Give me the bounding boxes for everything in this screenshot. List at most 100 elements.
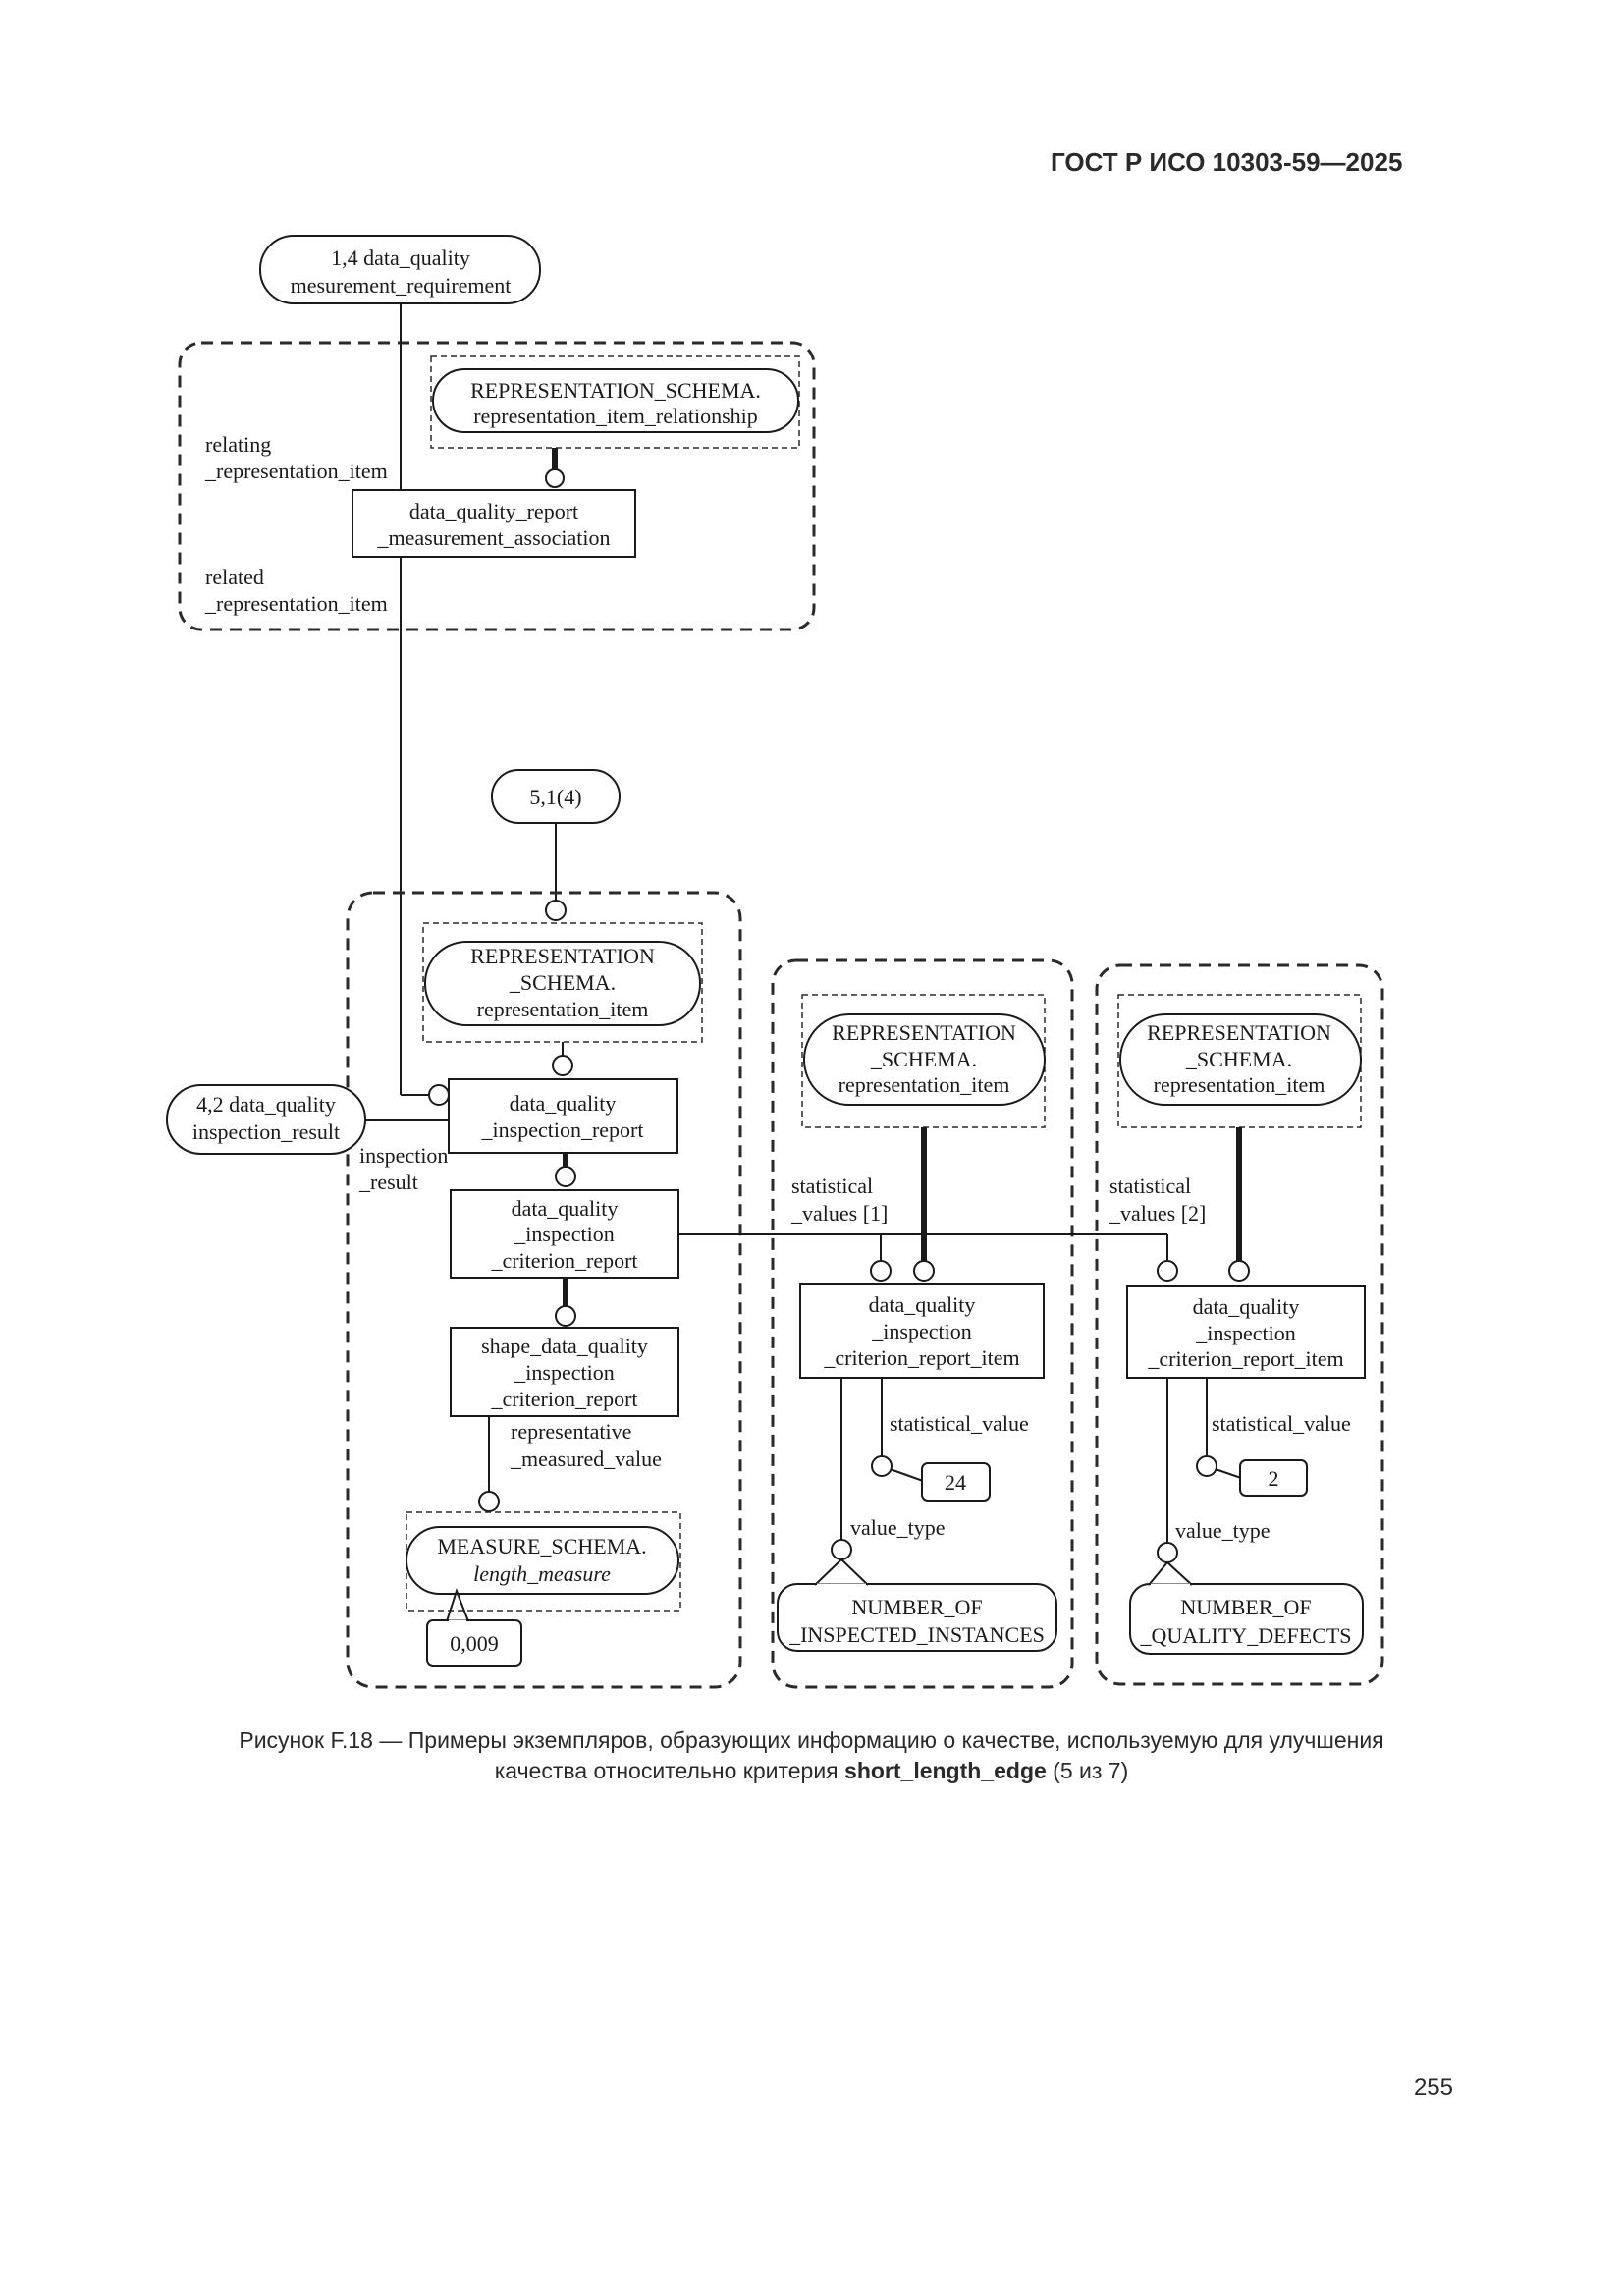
group-association-boundary bbox=[178, 341, 816, 631]
group2-boundary bbox=[1095, 963, 1384, 1686]
group2-rep-item-line1: REPRESENTATION bbox=[1147, 1020, 1331, 1045]
criterion-report-line1: data_quality bbox=[512, 1196, 619, 1221]
group1-stat-values-circle bbox=[870, 1260, 892, 1282]
representative-label-line2: _measured_value bbox=[510, 1447, 662, 1471]
assoc-line1: data_quality_report bbox=[409, 499, 578, 523]
relating-label-line1: relating bbox=[205, 432, 271, 457]
rep-item-relationship-boundary bbox=[430, 355, 800, 449]
group2-stat-value-text: 2 bbox=[1269, 1466, 1279, 1491]
group2-value-type-pill bbox=[1129, 1583, 1364, 1655]
group1-rep-item-pill bbox=[803, 1013, 1046, 1106]
measure-value-box bbox=[426, 1619, 522, 1667]
related-label-line2: _representation_item bbox=[204, 591, 388, 616]
shape-to-measure-circle bbox=[478, 1491, 500, 1512]
main-group-boundary bbox=[346, 891, 742, 1689]
group1-value-type-pill bbox=[777, 1583, 1057, 1652]
document-id: ГОСТ Р ИСО 10303-59—2025 bbox=[1051, 147, 1403, 177]
page-number: 255 bbox=[1413, 2074, 1453, 2101]
group2-item-line2: _inspection bbox=[1195, 1321, 1295, 1345]
shape-report-line2: _inspection bbox=[514, 1360, 614, 1385]
group1-item-entity bbox=[799, 1283, 1045, 1379]
ref-51-circle bbox=[545, 900, 567, 921]
rep-item-relationship-line2: representation_item_relationship bbox=[473, 404, 758, 428]
group2-rep-item-line3: representation_item bbox=[1154, 1072, 1325, 1097]
group1-value-type-pointer bbox=[814, 1558, 869, 1586]
group1-rep-to-item-circle bbox=[913, 1260, 935, 1282]
caption-criterion-name: short_length_edge bbox=[844, 1758, 1047, 1783]
related-label-line1: related bbox=[205, 565, 264, 589]
inspection-result-label-line1: inspection bbox=[359, 1143, 448, 1168]
group2-rep-to-item-circle bbox=[1228, 1260, 1250, 1282]
caption-line2-suffix: (5 из 7) bbox=[1046, 1758, 1129, 1783]
caption-line1: Рисунок F.18 — Примеры экземпляров, обра… bbox=[239, 1727, 1384, 1753]
rel-circle bbox=[545, 468, 565, 488]
group2-value-type-pointer bbox=[1148, 1560, 1193, 1586]
rep-to-report-circle bbox=[552, 1055, 573, 1076]
criterion-report-line3: _criterion_report bbox=[490, 1248, 637, 1273]
inspection-result-ref-line2: inspection_result bbox=[192, 1120, 340, 1144]
criterion-report-line2: _inspection bbox=[514, 1222, 614, 1246]
group2-value-type-line2: _QUALITY_DEFECTS bbox=[1139, 1623, 1351, 1648]
measure-value-pointer bbox=[446, 1588, 469, 1622]
group2-stat-values-line2: _values [2] bbox=[1109, 1201, 1206, 1226]
group2-rep-item-pill bbox=[1119, 1013, 1362, 1106]
group1-stat-values-line2: _values [1] bbox=[790, 1201, 888, 1226]
group1-stat-value-label: statistical_value bbox=[890, 1411, 1029, 1436]
group1-value-type-line1: NUMBER_OF bbox=[851, 1595, 982, 1619]
rep-item-relationship-pill bbox=[432, 368, 799, 433]
group1-stat-value-text: 24 bbox=[945, 1470, 966, 1495]
representative-label-line1: representative bbox=[511, 1419, 631, 1444]
group2-stat-value-label: statistical_value bbox=[1212, 1411, 1351, 1436]
inspection-result-ref-line1: 4,2 data_quality bbox=[196, 1092, 336, 1117]
assoc-line2: _measurement_association bbox=[376, 525, 610, 550]
relating-label-line2: _representation_item bbox=[204, 459, 388, 483]
group2-stat-value-circle bbox=[1196, 1455, 1217, 1477]
group2-value-type-line1: NUMBER_OF bbox=[1180, 1595, 1311, 1619]
group1-stat-value-circle bbox=[871, 1455, 893, 1477]
rep-item-main-line2: _SCHEMA. bbox=[509, 970, 616, 995]
top-ref-line2: mesurement_requirement bbox=[291, 273, 512, 298]
group2-rep-item-line2: _SCHEMA. bbox=[1185, 1047, 1292, 1071]
group1-boundary bbox=[771, 958, 1074, 1689]
measure-value-text: 0,009 bbox=[450, 1631, 499, 1656]
shape-report-line3: _criterion_report bbox=[490, 1387, 637, 1411]
group2-item-entity bbox=[1126, 1285, 1366, 1379]
group2-stat-values-circle bbox=[1157, 1260, 1178, 1282]
group2-value-type-circle bbox=[1157, 1542, 1178, 1563]
group1-value-type-circle bbox=[831, 1539, 852, 1560]
inspection-report-line2: _inspection_report bbox=[481, 1118, 644, 1142]
group1-rep-item-line2: _SCHEMA. bbox=[870, 1047, 977, 1071]
group1-stat-value-box bbox=[921, 1462, 991, 1502]
group2-item-line1: data_quality bbox=[1193, 1294, 1300, 1319]
ref-51-text: 5,1(4) bbox=[529, 785, 581, 809]
group2-value-type-label: value_type bbox=[1175, 1518, 1271, 1543]
rep-item-relationship-line1: REPRESENTATION_SCHEMA. bbox=[470, 378, 761, 403]
caption-line2: качества относительно критерия short_len… bbox=[88, 1756, 1535, 1786]
measure-pill bbox=[406, 1526, 679, 1595]
inspection-report-line1: data_quality bbox=[510, 1091, 617, 1116]
group1-item-line2: _inspection bbox=[871, 1319, 971, 1343]
top-ref-pill bbox=[259, 235, 541, 304]
group1-rep-item-line1: REPRESENTATION bbox=[832, 1020, 1016, 1045]
report-to-criterion-circle bbox=[555, 1166, 576, 1187]
figure-caption: Рисунок F.18 — Примеры экземпляров, обра… bbox=[88, 1725, 1535, 1786]
inspection-report-circle bbox=[428, 1084, 450, 1106]
criterion-to-shape-circle bbox=[555, 1305, 576, 1327]
group2-stat-values-line1: statistical bbox=[1109, 1174, 1191, 1198]
inspection-result-label-line2: _result bbox=[358, 1170, 418, 1194]
group1-rep-item-line3: representation_item bbox=[839, 1072, 1010, 1097]
top-ref-line1: 1,4 data_quality bbox=[331, 246, 470, 270]
rep-item-main-line3: representation_item bbox=[477, 997, 649, 1021]
group1-value-type-label: value_type bbox=[850, 1515, 946, 1540]
assoc-entity bbox=[352, 489, 636, 558]
group1-stat-values-line1: statistical bbox=[791, 1174, 873, 1198]
measure-line2: length_measure bbox=[473, 1561, 611, 1586]
group1-item-line3: _criterion_report_item bbox=[823, 1345, 1019, 1370]
group2-stat-value-box bbox=[1239, 1459, 1308, 1497]
caption-line2-prefix: качества относительно критерия bbox=[494, 1758, 845, 1783]
inspection-report-entity bbox=[448, 1078, 678, 1154]
inspection-result-ref-pill bbox=[166, 1084, 366, 1155]
rep-item-main-line1: REPRESENTATION bbox=[470, 944, 655, 968]
rep-item-main-pill bbox=[424, 941, 701, 1026]
